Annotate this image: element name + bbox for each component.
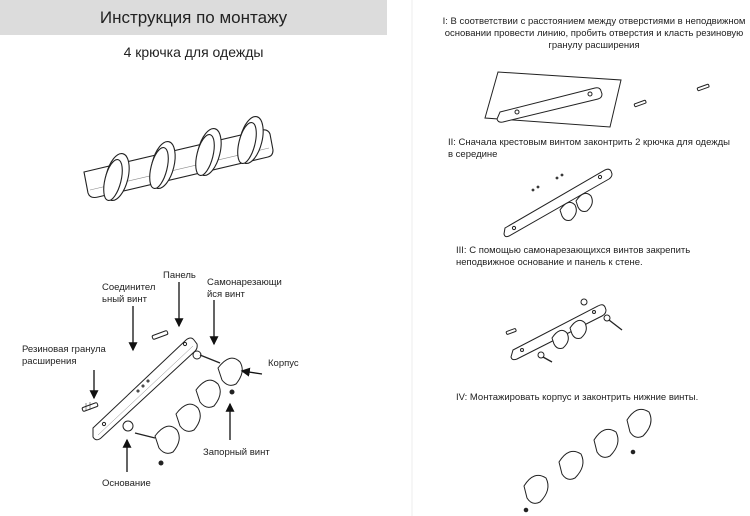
exploded-view-illustration	[81, 330, 243, 466]
page-title: Инструкция по монтажу	[0, 0, 387, 35]
label-rubber-granule-line1: Резиновая гранула	[22, 344, 106, 355]
label-panel: Панель	[163, 270, 196, 281]
page-subtitle: 4 крючка для одежды	[123, 44, 264, 60]
step-1-line3: гранулу расширения	[548, 40, 640, 51]
step-4-illustration	[523, 408, 652, 513]
label-connector-screw-line2: ьный винт	[102, 294, 147, 305]
step-2-text: II: Сначала крестовым винтом законтрить …	[448, 137, 730, 161]
step-2-line2: в середине	[448, 149, 498, 160]
assembled-hook-rack-illustration	[83, 116, 274, 202]
exploded-hook-2	[195, 379, 221, 408]
step-4-hook-4	[626, 408, 652, 455]
label-lock-screw: Запорный винт	[203, 447, 270, 458]
step-3-illustration	[505, 298, 623, 363]
step-2-line1: II: Сначала крестовым винтом законтрить …	[448, 137, 731, 148]
hook-4	[237, 116, 264, 165]
step-1-screw-2	[696, 83, 710, 92]
step-1-line2: основании провести линию, пробить отверс…	[444, 28, 744, 39]
hook-2	[149, 141, 176, 190]
label-connector-screw-line1: Соединител	[102, 282, 156, 293]
rubber-granule-screw-top	[151, 330, 169, 340]
label-connector-screw: Соединител ьный винт	[102, 282, 155, 306]
label-base: Основание	[102, 478, 151, 489]
hook-3	[195, 128, 222, 177]
step-4-hook-2	[558, 450, 584, 480]
step-3-line1: III: С помощью самонарезающихся винтов з…	[456, 245, 691, 256]
step-2-illustration	[503, 168, 613, 238]
label-arrows	[89, 282, 263, 472]
step-4-hook-1	[523, 474, 549, 513]
step-3-line2: неподвижное основание и панель к стене.	[456, 257, 643, 268]
step-4-hook-3	[593, 428, 619, 458]
self-tapping-screw-head	[192, 350, 202, 360]
connector-screw	[134, 432, 156, 439]
base-panel	[92, 337, 198, 441]
label-body: Корпус	[268, 358, 299, 369]
step-1-illustration	[484, 71, 710, 128]
step-1-text: I: В соответствии с расстоянием между от…	[438, 16, 750, 52]
label-self-tapping-screw-line2: йся винт	[207, 289, 245, 300]
step-1-line1: I: В соответствии с расстоянием между от…	[442, 16, 746, 27]
hook-1	[103, 153, 130, 202]
exploded-hook-4	[154, 425, 180, 466]
rubber-granule-screw-left	[81, 402, 99, 412]
base-washer	[122, 420, 134, 432]
page-title-text: Инструкция по монтажу	[99, 7, 288, 27]
step-4-line1: IV: Монтажировать корпус и законтрить ни…	[456, 392, 699, 403]
step-3-screw-left	[505, 328, 517, 335]
label-self-tapping-screw: Самонарезающи йся винт	[207, 277, 282, 301]
label-rubber-granule: Резиновая гранула расширения	[22, 344, 106, 368]
step-3-text: III: С помощью самонарезающихся винтов з…	[456, 245, 690, 269]
step-1-screw-1	[633, 99, 647, 108]
exploded-hook-1	[217, 357, 243, 395]
label-rubber-granule-line2: расширения	[22, 356, 77, 367]
label-self-tapping-screw-line1: Самонарезающи	[207, 277, 282, 288]
exploded-hook-3	[175, 403, 201, 432]
arrow-body	[240, 367, 263, 377]
step-4-text: IV: Монтажировать корпус и законтрить ни…	[456, 392, 698, 404]
